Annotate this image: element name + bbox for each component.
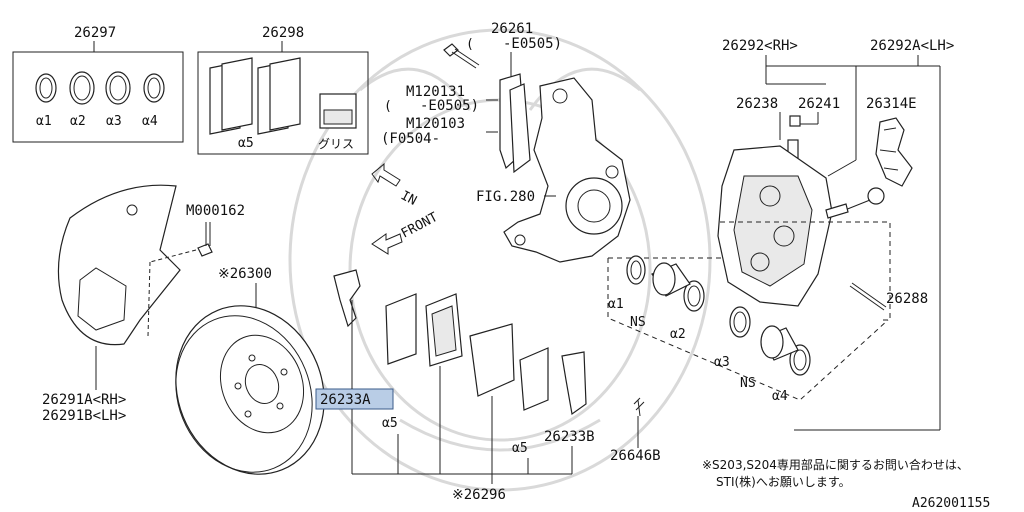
brake-caliper-icon (717, 145, 833, 307)
bracket-26296 (351, 366, 573, 484)
alpha-label: α5 (238, 136, 254, 151)
part-number-26298[interactable]: 26298 (262, 25, 304, 41)
alpha-label: α3 (714, 355, 730, 370)
part-number-26241[interactable]: 26241 (798, 96, 840, 112)
diagram-id: A262001155 (912, 496, 990, 511)
part-number-26297[interactable]: 26297 (74, 25, 116, 41)
bracket-open: ( (466, 37, 474, 52)
ns-label: NS (740, 376, 756, 391)
seal-ring-icon (35, 71, 165, 105)
bracket-26261-icon (499, 73, 531, 174)
steering-knuckle-icon (503, 77, 631, 263)
highlight-26233a (315, 388, 394, 410)
brake-rotor-icon (175, 305, 325, 475)
supplier-note-line2: STI(株)へお願いします。 (716, 474, 851, 489)
grease-label: グリス (318, 137, 354, 151)
pad-kit-26298[interactable]: 26298 α5 グリス (197, 25, 369, 155)
part-number-m120103[interactable]: M120103 (406, 116, 465, 132)
pad-pin-icon (849, 282, 887, 311)
dust-shield-icon (57, 184, 181, 346)
part-number-26292a-lh[interactable]: 26292A<LH> (870, 38, 954, 54)
alpha-label: α1 (608, 297, 624, 312)
part-number-26296[interactable]: ※26296 (452, 487, 506, 503)
shim-plate-icon (209, 57, 301, 135)
part-number-26314e[interactable]: 26314E (866, 96, 917, 112)
caliper-pin-icon (825, 187, 885, 219)
clip-icon (633, 397, 645, 417)
ns-label: NS (630, 315, 646, 330)
dashed-reference-box (607, 221, 891, 401)
part-number-26291b-lh[interactable]: 26291B<LH> (42, 408, 126, 424)
grease-packet-icon (319, 93, 357, 129)
part-number-26288[interactable]: 26288 (886, 291, 928, 307)
part-number-26291a-rh[interactable]: 26291A<RH> (42, 392, 126, 408)
fig-280-reference[interactable]: FIG.280 (476, 189, 535, 205)
bracket-open: ( (384, 99, 392, 114)
alpha-label: α4 (142, 114, 158, 129)
brake-pad-icon (333, 269, 587, 416)
front-arrow-label: FRONT (399, 210, 441, 242)
supplier-note-line1: ※S203,S204専用部品に関するお問い合わせは、 (702, 457, 969, 472)
front-direction-arrow-icon: FRONT (371, 210, 441, 255)
part-number-m120131[interactable]: M120131 (406, 84, 465, 100)
alpha-label: α1 (36, 114, 52, 129)
alpha-label: α4 (772, 389, 788, 404)
seal-kit-26297[interactable]: 26297 α1 α2 α3 α4 (12, 25, 184, 143)
bolt-icon (197, 222, 213, 257)
alpha-label: α5 (382, 416, 398, 431)
caliper-piston-icon (651, 262, 799, 361)
alpha-label: α5 (512, 441, 528, 456)
part-number-26261[interactable]: 26261 (491, 21, 533, 37)
part-number-26646b[interactable]: 26646B (610, 448, 661, 464)
in-direction-arrow-icon: IN (371, 162, 419, 209)
piston-seal-icon (626, 255, 811, 376)
part-number-26300[interactable]: ※26300 (218, 266, 272, 282)
part-number-26238[interactable]: 26238 (736, 96, 778, 112)
part-number-26292-rh[interactable]: 26292<RH> (722, 38, 798, 54)
in-arrow-label: IN (398, 188, 419, 209)
part-number-26233b[interactable]: 26233B (544, 429, 595, 445)
alpha-label: α2 (670, 327, 686, 342)
range-m120103: (F0504- (381, 131, 440, 147)
range-m120131: -E0505) (420, 98, 479, 114)
alpha-label: α3 (106, 114, 122, 129)
range-26261: -E0505) (503, 36, 562, 52)
alpha-label: α2 (70, 114, 86, 129)
part-number-26233a[interactable]: 26233A (320, 392, 371, 408)
bolt-icon (443, 43, 480, 69)
part-number-m000162[interactable]: M000162 (186, 203, 245, 219)
pad-spring-26314e-icon (875, 117, 913, 187)
